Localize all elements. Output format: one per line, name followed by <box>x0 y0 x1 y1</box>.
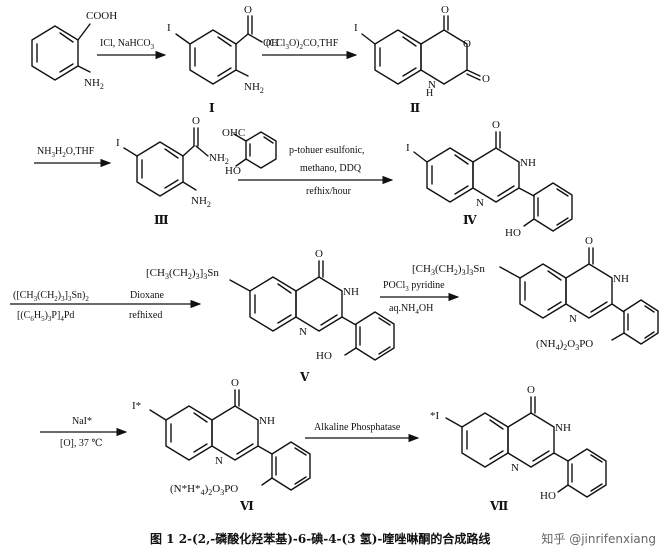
n-label-V: N <box>299 326 307 338</box>
nh-label-P: NH <box>613 273 629 285</box>
ho-label-VII: HO <box>540 490 556 502</box>
n-label-VI: N <box>215 455 223 467</box>
nh-label-VII: NH <box>555 422 571 434</box>
iodo-star-label-VII: *I <box>430 410 440 422</box>
label-compound-III: Ⅲ <box>154 213 169 227</box>
nh2-label: NH2 <box>84 77 104 91</box>
r8-conditions-below: [O], 37 ℃ <box>60 438 103 449</box>
iodo-label: I <box>167 22 171 34</box>
ho-label-IV: HO <box>505 227 521 239</box>
nh-label-VI: NH <box>259 415 275 427</box>
label-compound-VI: Ⅵ <box>239 499 254 513</box>
anthranilic-acid-structure: COOH NH2 <box>31 10 117 91</box>
figure-caption: 图 1 2-(2,-磷酸化羟苯基)-6-碘-4-(3 氢)-喹唑啉酮的合成路线 <box>150 532 491 546</box>
nh-label-IV: NH <box>520 157 536 169</box>
r7-conditions-above: POCl3 pyridine <box>383 280 445 293</box>
oxo-label: O <box>244 4 252 16</box>
r3-conditions: NH3H2O,THF <box>37 146 95 159</box>
r6-conditions-below: refhixed <box>129 310 162 321</box>
r8-conditions-above: NaI* <box>72 416 92 427</box>
n-label-P: N <box>569 313 577 325</box>
r5-conditions-below: [(C6H5)3P]4Pd <box>17 310 74 323</box>
ho-label-V: HO <box>316 350 332 362</box>
compound-IV-structure: O NH N I HO <box>406 119 573 239</box>
oxo-label-VI: O <box>231 377 239 389</box>
oxo-label-P: O <box>585 235 593 247</box>
n-label-IV: N <box>476 197 484 209</box>
nh2-label-I: NH2 <box>244 81 264 95</box>
stannyl-label-V: [CH3(CH2)3]3Sn <box>146 267 219 281</box>
ohc-label: OHC <box>222 127 245 139</box>
iodo-label-II: I <box>354 22 358 34</box>
oxo-label-V: O <box>315 248 323 260</box>
ho-label-reagent: HO <box>225 165 241 177</box>
r7-conditions-below: aq.NH4OH <box>389 303 433 316</box>
oxo-label-II: O <box>441 4 449 16</box>
compound-III-structure: I O NH2 NH2 <box>116 115 229 209</box>
r1-conditions: ICl, NaHCO3 <box>100 38 155 51</box>
r9-conditions: Alkaline Phosphatase <box>314 422 401 433</box>
label-compound-V: Ⅴ <box>299 370 310 384</box>
nh-label-V: NH <box>343 286 359 298</box>
salicylaldehyde-structure: OHC HO <box>222 127 277 177</box>
iodo-label-IV: I <box>406 142 410 154</box>
r4-conditions-2: methano, DDQ <box>300 163 362 174</box>
compound-I-structure: I O OH NH2 <box>167 4 279 95</box>
label-compound-IV: Ⅳ <box>463 213 477 227</box>
iodo-star-label-VI: I* <box>132 400 141 412</box>
cooh-label: COOH <box>86 10 117 22</box>
r4-conditions-1: p-tohuer esulfonic, <box>289 145 365 156</box>
oxo-label-VII: O <box>527 384 535 396</box>
r4-conditions-3: refhix/hour <box>306 186 352 197</box>
oxo-label-III: O <box>192 115 200 127</box>
n-label-VII: N <box>511 462 519 474</box>
compound-V-structure: [CH3(CH2)3]3Sn O NH N HO <box>146 248 395 362</box>
phosphate-label-P: (NH4)2O3PO <box>536 338 593 352</box>
amide-nh2-label: NH2 <box>209 152 229 166</box>
compound-VI-structure: I* O NH N (N*H*4)2O3PO <box>132 377 311 497</box>
oxo-label-II-b: O <box>482 73 490 85</box>
oh-label: OH <box>263 37 279 49</box>
phosphate-intermediate-structure: [CH3(CH2)3]3Sn O NH N (NH4)2O3PO <box>412 235 659 352</box>
oxo-label-IV: O <box>492 119 500 131</box>
iodo-label-III: I <box>116 137 120 149</box>
r5-conditions-above: ([CH3(CH2)3]3Sn)2 <box>13 290 89 303</box>
label-compound-I: Ⅰ <box>209 101 215 115</box>
r2-conditions: (CCl3O)2CO,THF <box>266 38 339 51</box>
figure-caption-bar: 图 1 2-(2,-磷酸化羟苯基)-6-碘-4-(3 氢)-喹唑啉酮的合成路线 … <box>0 525 666 553</box>
label-compound-II: Ⅱ <box>410 101 420 115</box>
r6-conditions-above: Dioxane <box>130 290 164 301</box>
ring-o-label: O <box>463 38 471 50</box>
label-compound-VII: Ⅶ <box>489 499 508 513</box>
aniline-nh2-label: NH2 <box>191 195 211 209</box>
watermark: 知乎 @jinrifenxiang <box>541 532 656 546</box>
phosphate-star-label-VI: (N*H*4)2O3PO <box>170 483 238 497</box>
compound-VII-structure: *I O NH N HO <box>430 384 607 502</box>
stannyl-label-P: [CH3(CH2)3]3Sn <box>412 263 485 277</box>
